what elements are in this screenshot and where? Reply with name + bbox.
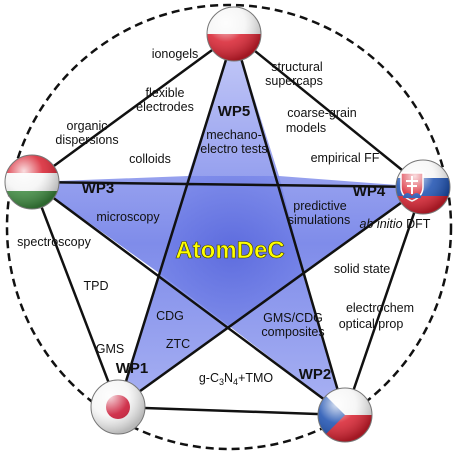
pentagram-core xyxy=(159,176,304,326)
pentagram-outline xyxy=(30,33,425,417)
wp5-label: WP5 xyxy=(218,103,251,120)
outer-dashed-circle xyxy=(5,3,453,451)
label-coarse-grain: coarse-grain xyxy=(287,106,357,120)
label-supercaps: supercaps xyxy=(265,74,323,88)
label-ab-initio-dft: ab initio DFT xyxy=(360,217,431,231)
label-electro-tests: electro tests xyxy=(200,142,267,156)
label-gms-cdg: GMS/CDG xyxy=(263,311,323,325)
label-microscopy: microscopy xyxy=(96,210,160,224)
label-optical-prop: optical prop xyxy=(339,317,404,331)
label-gc3n4-tmo: g-C3N4+TMO xyxy=(199,371,274,387)
label-dispersions: dispersions xyxy=(55,133,118,147)
label-spectroscopy: spectroscopy xyxy=(17,235,91,249)
slovakia-flag-icon xyxy=(395,159,451,215)
label-predictive: predictive xyxy=(293,199,347,213)
hungary-flag-icon xyxy=(4,154,60,210)
label-gms: GMS xyxy=(96,342,124,356)
label-electrodes: electrodes xyxy=(136,100,194,114)
label-ionogels: ionogels xyxy=(152,47,199,61)
wp4-label: WP4 xyxy=(353,183,386,200)
label-models: models xyxy=(286,121,326,135)
label-tpd: TPD xyxy=(84,279,109,293)
japan-flag-icon xyxy=(90,379,146,435)
label-electrochem: electrochem xyxy=(346,301,414,315)
label-cdg: CDG xyxy=(156,309,184,323)
label-composites: composites xyxy=(261,325,324,339)
label-mechano: mechano- xyxy=(206,128,262,142)
wp3-label: WP3 xyxy=(82,180,115,197)
poland-flag-icon xyxy=(206,6,262,62)
label-solid-state: solid state xyxy=(334,262,390,276)
wp1-label: WP1 xyxy=(116,360,149,377)
label-structural: structural xyxy=(271,60,322,74)
label-simulations: simulations xyxy=(288,213,351,227)
label-organic: organic xyxy=(67,119,108,133)
pentagon-outline xyxy=(30,32,425,417)
label-flexible: flexible xyxy=(146,86,185,100)
label-empirical-ff: empirical FF xyxy=(311,151,380,165)
label-colloids: colloids xyxy=(129,152,171,166)
center-label: AtomDeC xyxy=(175,237,284,264)
label-ztc: ZTC xyxy=(166,337,190,351)
wp2-label: WP2 xyxy=(299,366,332,383)
